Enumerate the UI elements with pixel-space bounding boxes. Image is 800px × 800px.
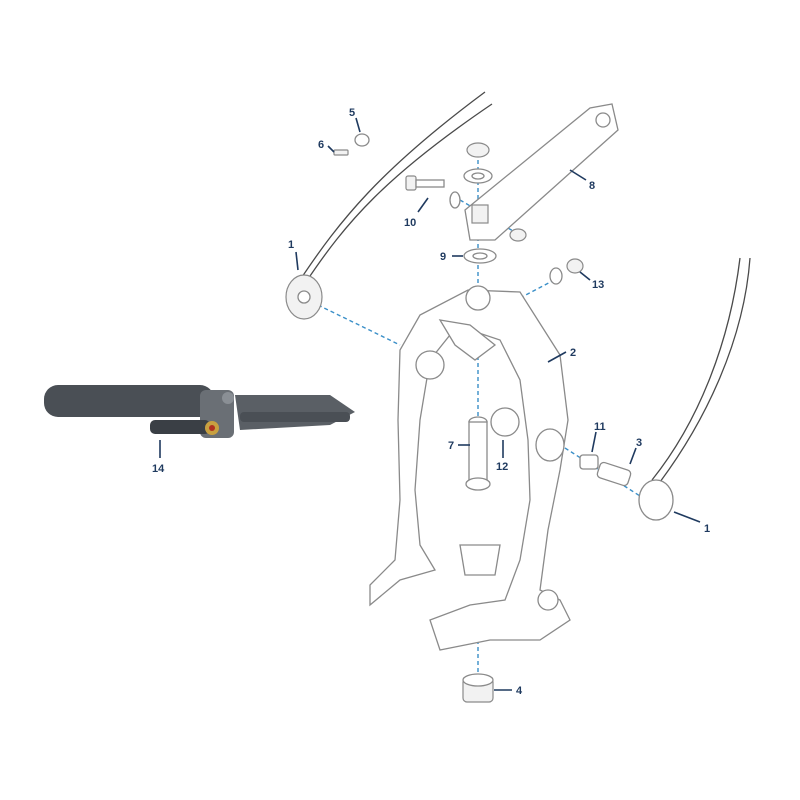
callout-9: 9 (440, 251, 446, 263)
cylinder-fitting-red (209, 425, 215, 431)
trim-sensor-left (285, 91, 493, 320)
callout-labels: 1 1 2 3 4 5 6 7 8 9 10 11 12 13 14 (152, 107, 710, 697)
gimbal-top-pivot (465, 285, 491, 311)
part-5-6-hardware (333, 133, 370, 156)
sensor-right-wire-b (659, 257, 751, 483)
steering-arm-hub (471, 204, 489, 224)
arm-lock-nut (509, 228, 527, 242)
gimbal-lower-boss (459, 544, 501, 576)
bushing-4-top (462, 673, 494, 687)
cylinder-lower-tube (150, 420, 210, 434)
leader-1a (295, 251, 299, 271)
hinge-pin-part (465, 416, 491, 491)
gimbal-left-bore (415, 350, 445, 380)
bolt-10-head (405, 175, 417, 191)
sensor-left-center (297, 290, 311, 304)
gimbal-side-bore (535, 428, 565, 462)
callout-10: 10 (404, 217, 416, 229)
bolt-10-part (405, 175, 461, 209)
gimbal-center-bore (490, 407, 520, 437)
washer-top-hole (471, 172, 485, 180)
washer-9-hole (472, 252, 488, 260)
leader-11 (591, 431, 597, 453)
hex-nut-top (466, 142, 490, 158)
steering-arm-outline (464, 103, 619, 241)
leader-2 (547, 351, 567, 363)
screw-6 (333, 149, 349, 156)
bolt-10-shank (415, 179, 445, 188)
sensor-right-wire-a (651, 257, 741, 481)
assembly-line-bolt-10 (459, 199, 521, 236)
gimbal-upper-boss (438, 319, 497, 361)
leader-1b (673, 511, 701, 523)
gimbal-lower-pivot (537, 589, 559, 611)
pivot-hardware-stack (463, 142, 497, 264)
bushing-11 (579, 454, 599, 470)
gimbal-ring-part (369, 285, 571, 651)
cylinder-top-fitting (222, 392, 234, 404)
trim-sensor-right (638, 257, 751, 521)
sensor-left-wire-b (305, 103, 493, 283)
nut-13 (566, 258, 584, 274)
leader-6 (327, 145, 335, 153)
callout-8: 8 (589, 180, 595, 192)
leader-13 (579, 271, 591, 281)
callout-14: 14 (152, 463, 165, 475)
sensor-left-wire-a (299, 91, 486, 281)
steering-arm-eye (595, 112, 611, 128)
leader-8 (569, 169, 587, 181)
callout-12: 12 (496, 461, 508, 473)
callout-5: 5 (349, 107, 355, 119)
sensor-right-body (638, 479, 674, 521)
trim-cylinder-assembly (44, 385, 355, 438)
cylinder-main-barrel (44, 385, 214, 417)
callout-13: 13 (592, 279, 604, 291)
callout-7: 7 (448, 440, 454, 452)
spring-3 (596, 461, 632, 487)
callout-4: 4 (516, 685, 523, 697)
callout-1b: 1 (704, 523, 710, 535)
hinge-pin-body (468, 421, 488, 483)
leader-3 (629, 447, 637, 465)
cylinder-rod (240, 412, 350, 422)
part-13-hardware (549, 258, 584, 285)
leader-lines (159, 117, 701, 691)
callout-11: 11 (594, 421, 606, 433)
bolt-10-washer (449, 191, 461, 209)
assembly-line-sensor-left (317, 304, 401, 346)
bushing-spring-parts (579, 454, 632, 487)
gimbal-ring-outline (369, 289, 571, 651)
callout-3: 3 (636, 437, 642, 449)
hinge-pin-base (465, 477, 491, 491)
callout-1a: 1 (288, 239, 294, 251)
leader-10 (417, 197, 429, 213)
clip-5 (354, 133, 370, 147)
washer-13 (549, 267, 563, 285)
leader-5 (355, 117, 361, 133)
callout-2: 2 (570, 347, 576, 359)
callout-6: 6 (318, 139, 324, 151)
steering-arm-part (464, 103, 619, 241)
bushing-4-part (462, 673, 494, 703)
